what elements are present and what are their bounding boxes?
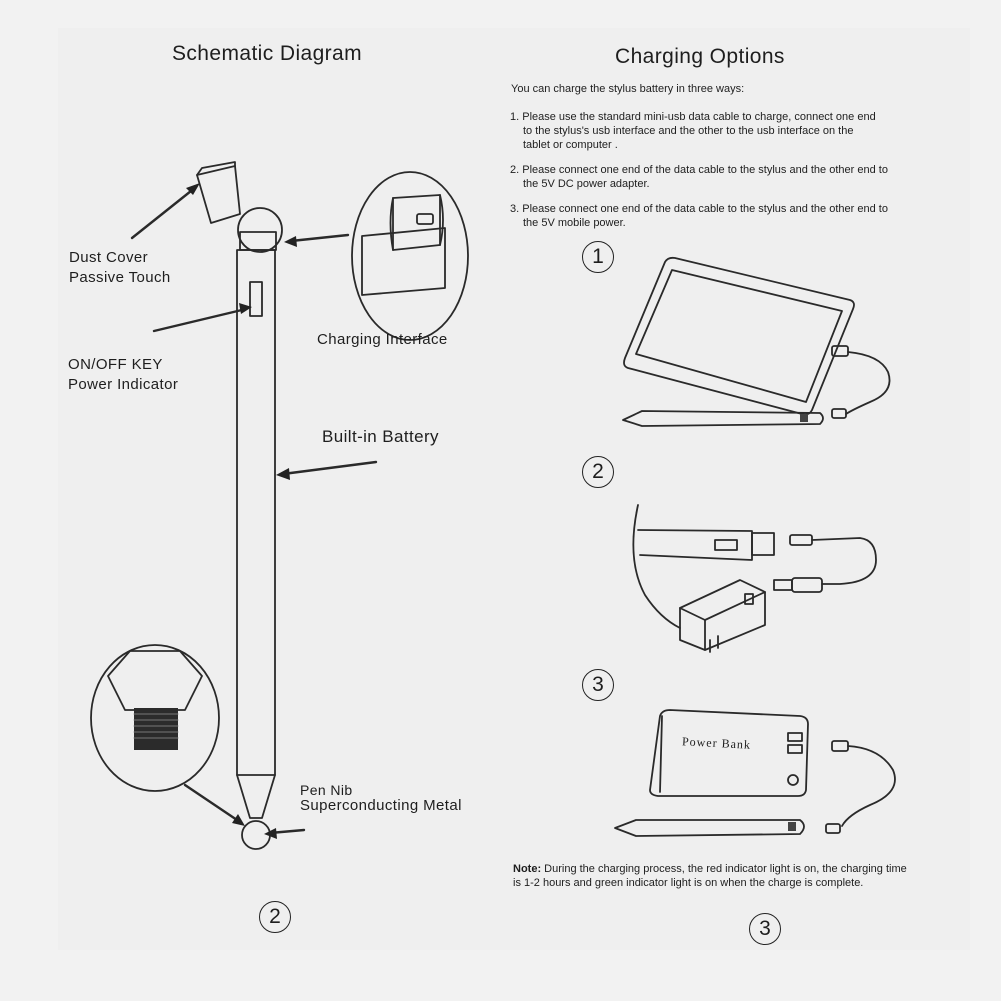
label-pen-nib: Pen Nib [300,782,353,798]
tablet-illustration [623,256,855,416]
dust-cover-illustration [196,165,241,224]
pen-nib-zoom [90,644,220,792]
label-charging-interface: Charging Interface [317,331,448,348]
left-page [58,28,490,950]
label-passive-touch: Passive Touch [69,269,171,286]
stylus-illustration-3 [614,819,805,837]
label-power-indicator: Power Indicator [68,376,179,393]
option-2-illustration [632,504,877,653]
step-number-1: 1 [582,241,614,273]
charging-interface-zoom [351,171,469,341]
instruction-2: 2. Please connect one end of the data ca… [510,164,888,190]
note-label: Note: [513,863,542,875]
charging-options-title: Charging Options [615,45,785,68]
label-built-in-battery: Built-in Battery [322,427,439,446]
page-number-left: 2 [259,901,291,933]
power-adapter-illustration [679,579,766,651]
option-3-illustration [614,709,896,837]
intro-text: You can charge the stylus battery in thr… [511,83,745,95]
stylus-diagram [90,161,469,850]
label-dust-cover: Dust Cover [69,249,149,266]
step-number-3: 3 [582,669,614,701]
schematic-diagram-title: Schematic Diagram [172,42,363,65]
label-superconducting-metal: Superconducting Metal [300,797,462,814]
step-number-2: 2 [582,456,614,488]
on-off-key-illustration [249,281,263,317]
instruction-1: 1. Please use the standard mini-usb data… [510,111,876,151]
note-text: Note: During the charging process, the r… [513,863,907,889]
power-bank-illustration [649,709,809,797]
label-on-off-key: ON/OFF KEY [68,356,163,373]
instruction-3: 3. Please connect one end of the data ca… [510,203,888,229]
page-number-right: 3 [749,913,781,945]
pen-nib-illustration [241,820,271,850]
stylus-body [236,249,276,819]
option-1-illustration [622,256,891,427]
stylus-illustration-1 [622,410,824,427]
